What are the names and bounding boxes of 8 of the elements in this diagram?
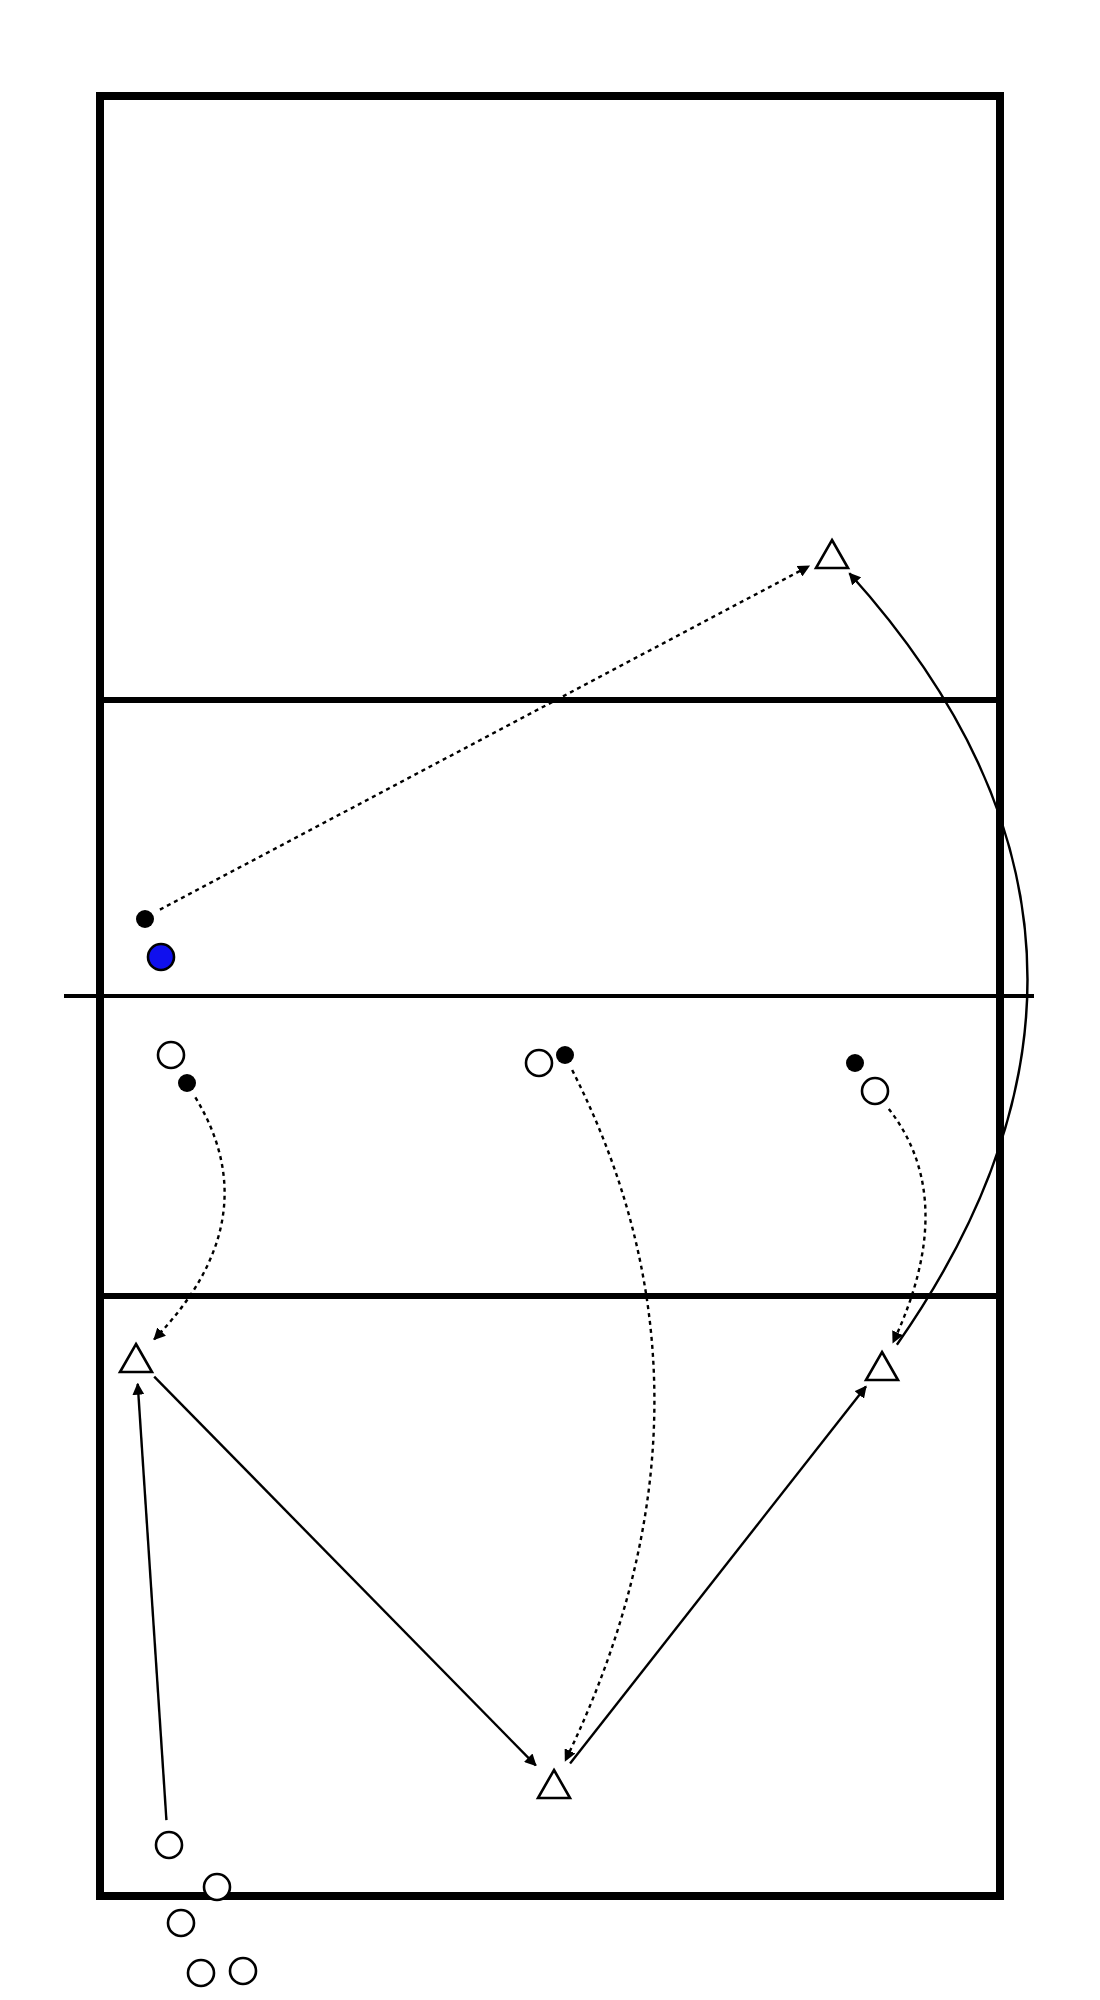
- arrow: [132, 1382, 168, 1821]
- arrow: [153, 1096, 226, 1341]
- arrow: [159, 565, 811, 911]
- arrow: [153, 1375, 537, 1767]
- arrow: [564, 1069, 656, 1762]
- arrow: [569, 1385, 867, 1765]
- arrow: [848, 572, 1028, 1346]
- arrow: [887, 1108, 927, 1344]
